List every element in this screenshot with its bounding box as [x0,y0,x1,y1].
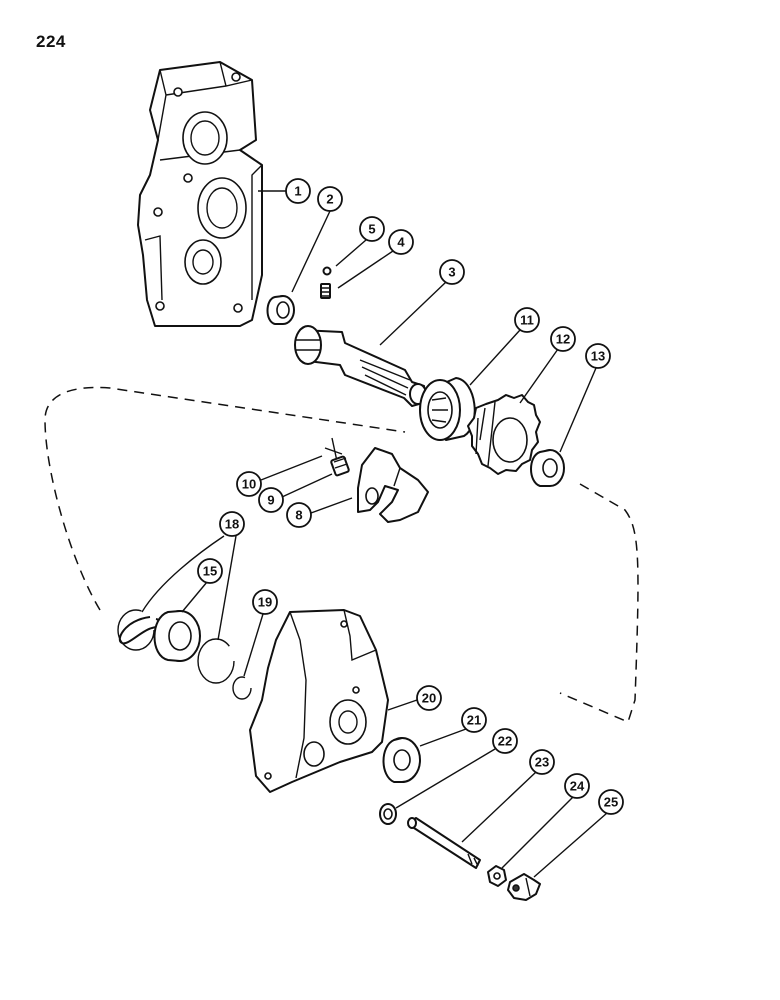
snap-ring-part-2 [197,638,235,684]
svg-text:20: 20 [422,691,436,706]
svg-text:1: 1 [294,184,301,199]
ball-bearing-part [153,610,201,662]
svg-text:12: 12 [556,332,570,347]
callout-11: 11 [469,307,540,386]
callout-19: 19 [243,589,278,677]
callout-2: 2 [291,186,343,293]
clevis-part [507,873,541,901]
callout-15: 15 [181,558,223,613]
callout-24: 24 [501,773,590,869]
callout-8: 8 [286,497,353,528]
roller-bearing-part [530,449,565,487]
oil-seal-part [382,737,421,783]
callout-18: 18 [141,511,245,641]
callout-13: 13 [559,343,611,453]
svg-text:23: 23 [535,755,549,770]
housing-part [137,61,263,327]
set-screw-part [330,455,350,477]
detent-spring-part [320,283,331,299]
shift-rod-part [407,817,481,869]
svg-text:21: 21 [467,713,481,728]
cover-housing-part [249,609,389,793]
small-snap-ring-part [232,676,252,700]
svg-text:15: 15 [203,564,217,579]
callout-1: 1 [258,178,311,204]
snap-ring-outer [117,609,155,651]
callout-10: 10 [236,455,323,497]
svg-text:11: 11 [520,313,534,328]
callout-23: 23 [461,749,555,843]
shift-fork-part [357,447,429,523]
callout-4: 4 [337,229,414,289]
svg-text:24: 24 [570,779,585,794]
callout-12: 12 [519,326,576,404]
svg-text:22: 22 [498,734,512,749]
dashed-assembly-loop [44,386,639,724]
helical-gear-part [467,394,541,475]
sliding-coupler-part [419,377,476,441]
callout-9: 9 [258,473,333,513]
svg-text:25: 25 [604,795,618,810]
svg-text:8: 8 [295,508,302,523]
callout-5: 5 [335,216,385,267]
callout-20: 20 [387,685,442,711]
callout-21: 21 [419,707,487,747]
callout-22: 22 [395,728,518,809]
svg-text:18: 18 [225,517,239,532]
needle-bearing-part [266,295,295,325]
svg-text:4: 4 [397,235,405,250]
svg-text:3: 3 [448,265,455,280]
detent-ball-part [322,266,332,276]
callout-3: 3 [379,259,465,346]
jam-nut-part [487,865,507,887]
input-shaft-part [294,325,427,407]
svg-text:13: 13 [591,349,605,364]
svg-text:2: 2 [326,192,333,207]
svg-text:19: 19 [258,595,272,610]
callout-25: 25 [533,789,624,878]
bushing-part [379,803,397,825]
svg-text:10: 10 [242,477,256,492]
svg-text:9: 9 [267,493,274,508]
page-number: 224 [36,32,66,51]
svg-text:5: 5 [368,222,375,237]
